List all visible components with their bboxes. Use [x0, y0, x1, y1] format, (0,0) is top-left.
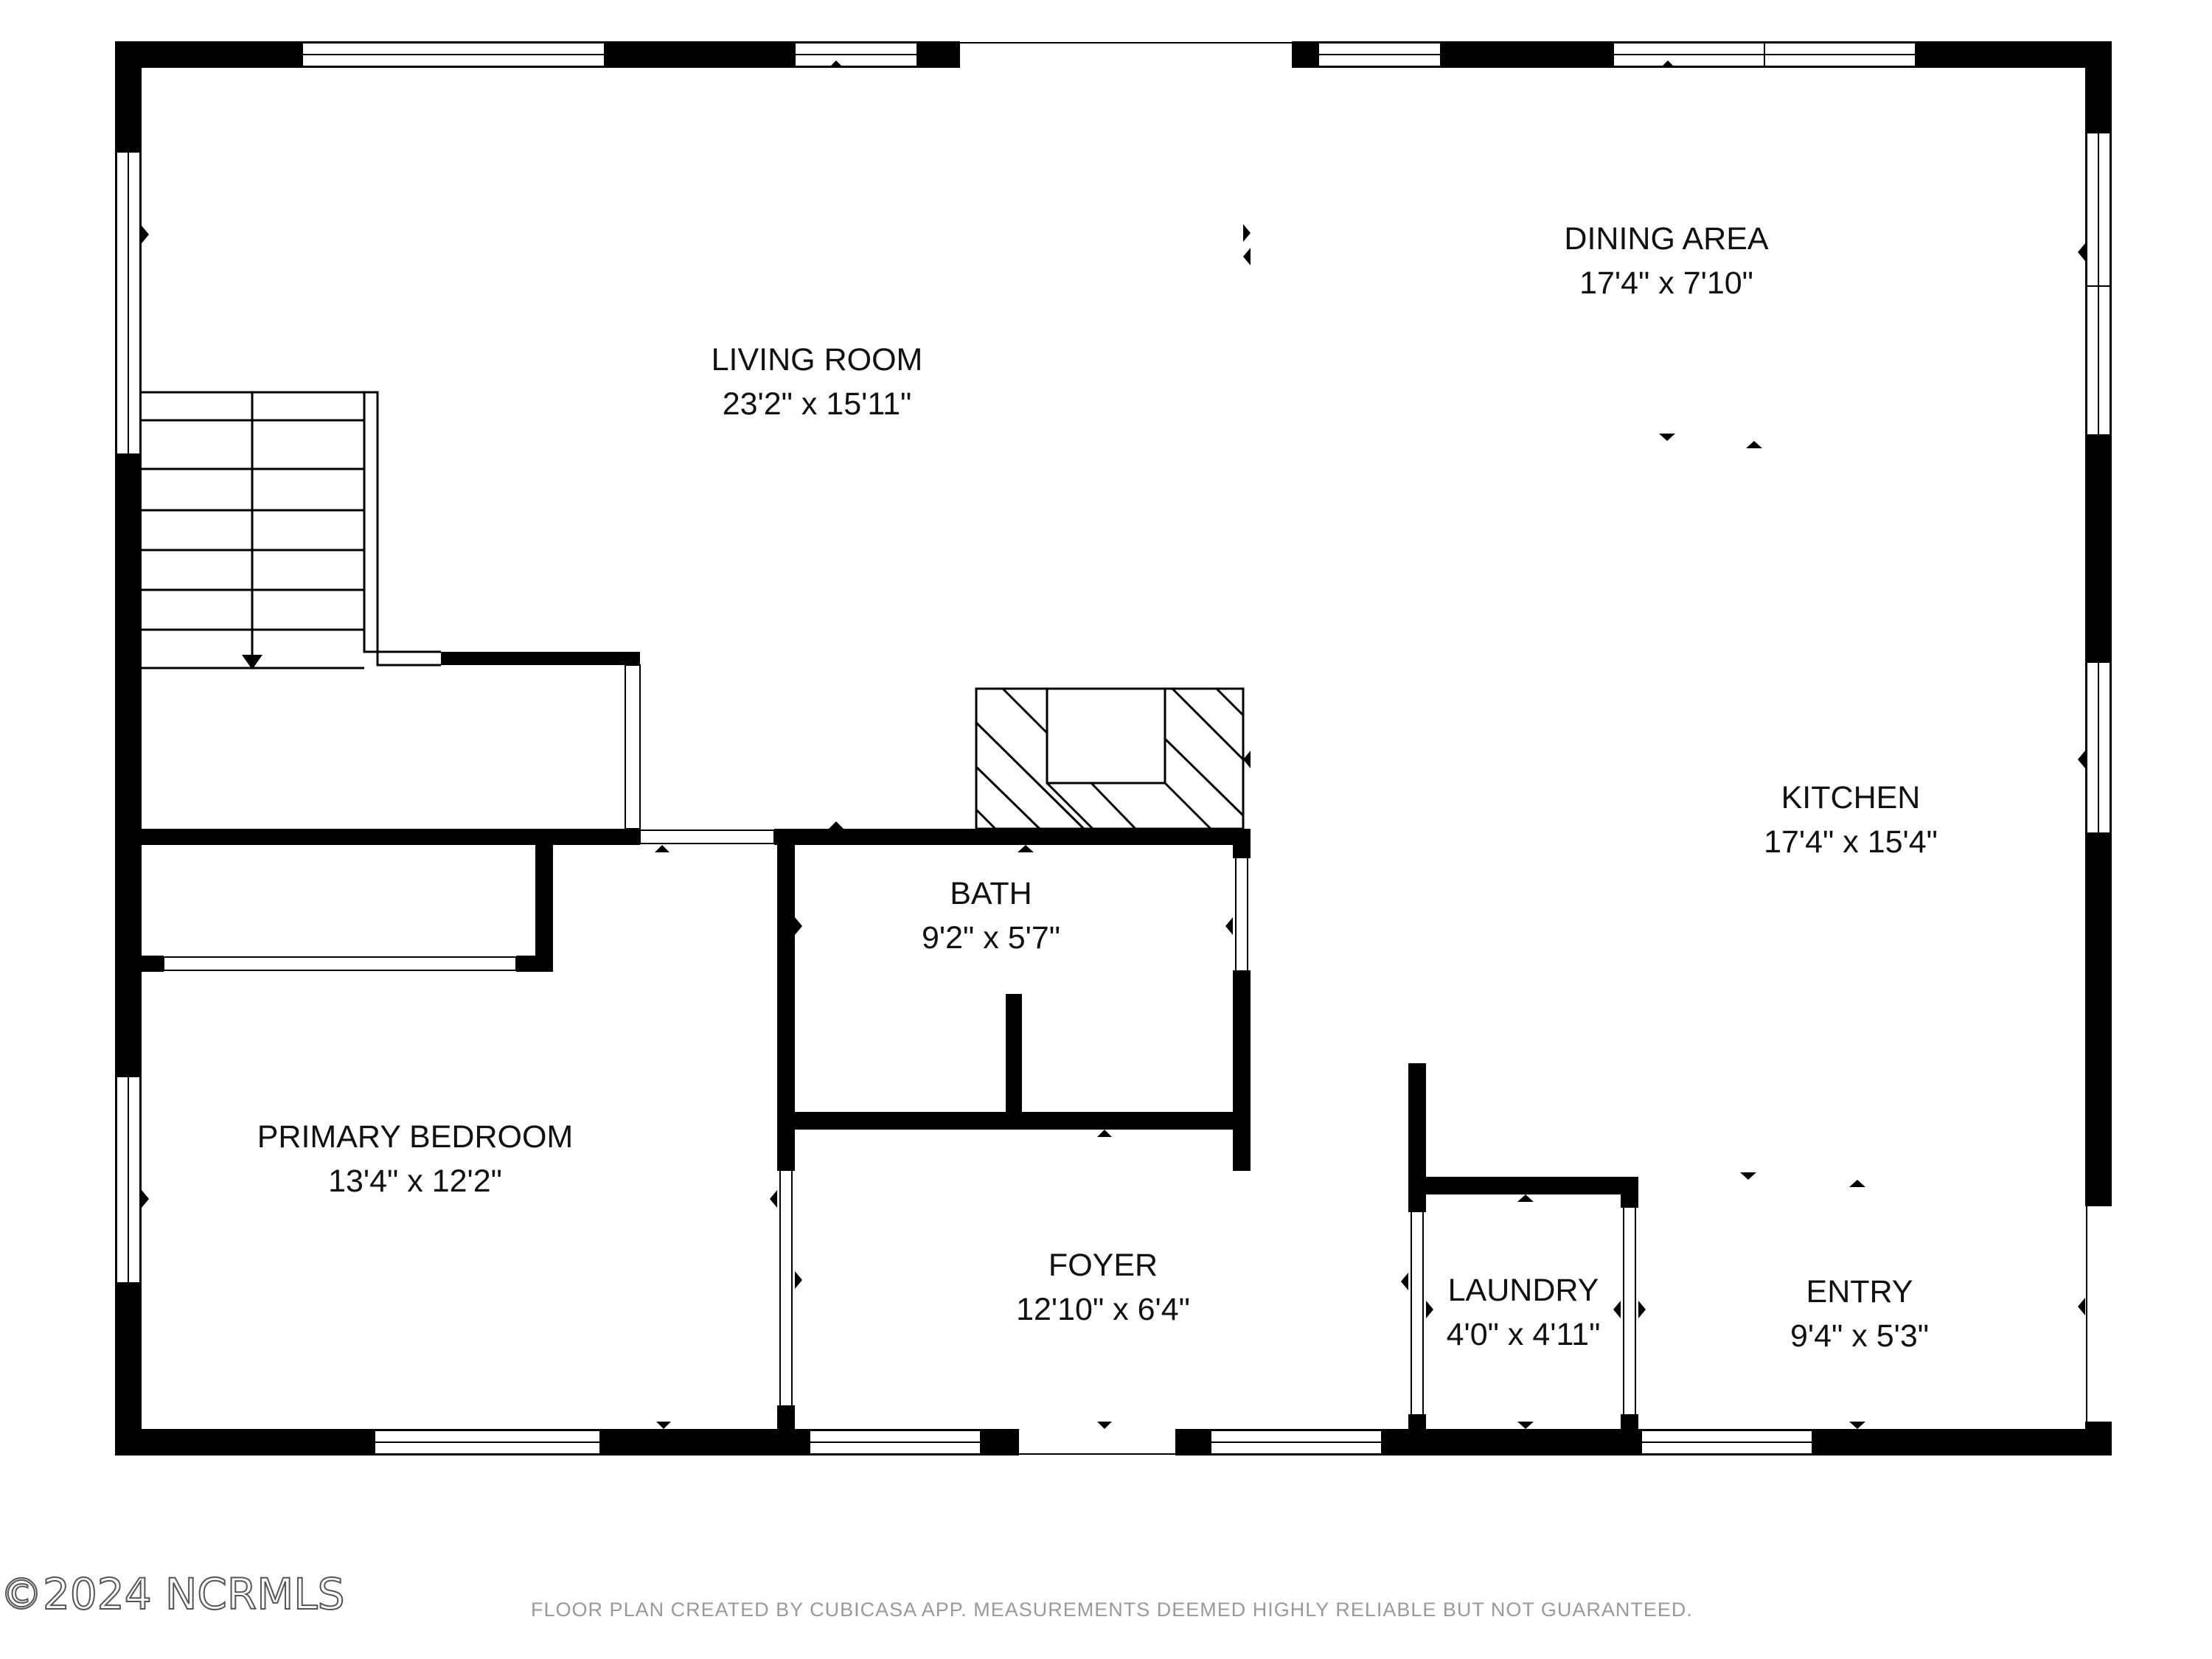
room-dimensions: 23'2" x 15'11" [723, 386, 912, 422]
room-entry: ENTRY 9'4" x 5'3" [1790, 1274, 1929, 1354]
room-living-room: LIVING ROOM 23'2" x 15'11" [712, 342, 923, 422]
interior-openings [163, 664, 1636, 1414]
stairs [142, 391, 441, 669]
room-name: DINING AREA [1564, 221, 1768, 257]
room-laundry: LAUNDRY 4'0" x 4'11" [1447, 1273, 1601, 1352]
room-name: KITCHEN [1781, 780, 1921, 815]
room-dimensions: 13'4" x 12'2" [328, 1164, 502, 1199]
exterior-windows [116, 41, 2112, 1455]
room-dimensions: 4'0" x 4'11" [1447, 1317, 1601, 1352]
room-bath: BATH 9'2" x 5'7" [922, 876, 1060, 956]
room-dimensions: 9'4" x 5'3" [1790, 1318, 1929, 1354]
room-name: ENTRY [1806, 1274, 1913, 1310]
room-name: PRIMARY BEDROOM [257, 1119, 574, 1155]
room-dimensions: 17'4" x 15'4" [1764, 824, 1938, 860]
fireplace [975, 687, 1245, 830]
room-foyer: FOYER 12'10" x 6'4" [1016, 1248, 1190, 1327]
room-name: LIVING ROOM [712, 342, 923, 378]
room-dimensions: 9'2" x 5'7" [922, 920, 1060, 956]
room-kitchen: KITCHEN 17'4" x 15'4" [1764, 780, 1938, 860]
room-dimensions: 12'10" x 6'4" [1016, 1292, 1190, 1327]
disclaimer-note: FLOOR PLAN CREATED BY CUBICASA APP. MEAS… [531, 1599, 1693, 1621]
room-name: LAUNDRY [1448, 1273, 1599, 1308]
interior-walls [142, 652, 1638, 1429]
room-name: BATH [950, 876, 1032, 911]
wall-markers [142, 60, 2085, 1429]
room-name: FOYER [1048, 1248, 1158, 1283]
stair-direction-arrow [242, 655, 262, 669]
room-dining-area: DINING AREA 17'4" x 7'10" [1564, 221, 1768, 301]
room-primary-bedroom: PRIMARY BEDROOM 13'4" x 12'2" [257, 1119, 574, 1199]
copyright-watermark: ©2024 NCRMLS [0, 1569, 344, 1619]
room-dimensions: 17'4" x 7'10" [1579, 265, 1753, 301]
